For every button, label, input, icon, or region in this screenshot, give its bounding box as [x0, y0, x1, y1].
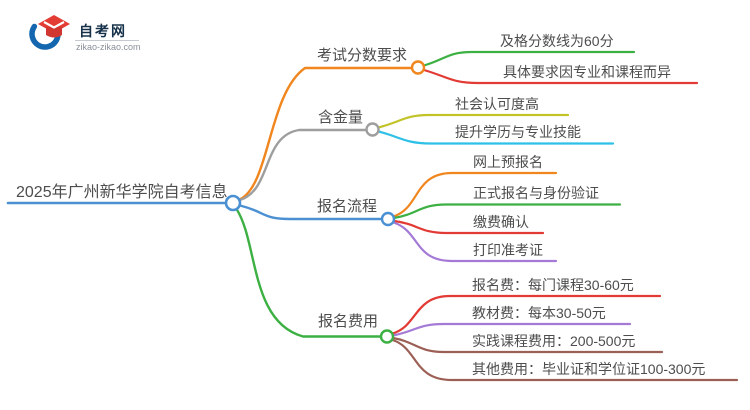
- branch-topic-value: 含金量: [318, 109, 364, 126]
- node-handle-root: [224, 194, 242, 212]
- graduation-cap-icon: [29, 15, 70, 50]
- root-topic: 2025年广州新华学院自考信息: [16, 184, 228, 201]
- leaf-topic-registration-fee: 报名费：每门课程30-60元: [472, 277, 634, 293]
- leaf-topic-practical-course-fee: 实践课程费用：200-500元: [472, 333, 636, 349]
- edge-pass-line: [422, 50, 636, 67]
- leaf-topic-print-admission-ticket: 打印准考证: [473, 242, 543, 258]
- leaf-topic-skill-improvement: 提升学历与专业技能: [455, 124, 581, 140]
- edge-root-registration-process: [238, 204, 384, 221]
- node-handle-registration-fees: [379, 329, 395, 344]
- edge-textbook-fee: [391, 322, 632, 337]
- node-handle-value: [365, 122, 380, 137]
- edge-other-fees: [391, 338, 739, 382]
- leaf-topic-pass-line: 及格分数线为60分: [500, 33, 614, 49]
- branch-topic-registration-fees: 报名费用: [318, 313, 379, 330]
- edge-social-recognition: [377, 113, 570, 129]
- edge-print-admission-ticket: [392, 221, 558, 263]
- edge-root-exam-score: [238, 66, 414, 201]
- branch-topic-registration-process: 报名流程: [317, 198, 378, 215]
- leaf-topic-formal-registration: 正式报名与身份验证: [473, 185, 599, 201]
- leaf-topic-online-pre-registration: 网上预报名: [473, 154, 543, 170]
- leaf-topic-social-recognition: 社会认可度高: [455, 96, 539, 112]
- edge-requirements-vary: [422, 68, 699, 85]
- edge-skill-improvement: [377, 130, 615, 145]
- edge-formal-registration: [392, 203, 622, 220]
- edge-registration-fee: [391, 294, 662, 335]
- edge-root-value: [238, 128, 368, 202]
- logo-title: 自考网: [79, 23, 127, 39]
- logo-divider: [75, 40, 139, 41]
- edge-practical-course-fee: [391, 336, 664, 354]
- node-handle-exam-score: [410, 60, 426, 75]
- edge-online-pre-registration: [392, 171, 558, 218]
- edge-payment-confirmation: [392, 219, 545, 235]
- site-logo: 自考网 zikao-zikao.com: [28, 9, 178, 55]
- leaf-topic-textbook-fee: 教材费：每本30-50元: [472, 305, 606, 321]
- leaf-topic-payment-confirmation: 缴费确认: [473, 214, 529, 230]
- node-handle-registration-process: [380, 211, 396, 227]
- edge-root-registration-fees: [235, 207, 383, 338]
- leaf-topic-requirements-vary: 具体要求因专业和课程而异: [503, 64, 671, 80]
- leaf-topic-other-fees: 其他费用：毕业证和学位证100-300元: [472, 361, 706, 377]
- logo-subtitle: zikao-zikao.com: [76, 42, 141, 52]
- branch-topic-exam-score: 考试分数要求: [317, 47, 408, 64]
